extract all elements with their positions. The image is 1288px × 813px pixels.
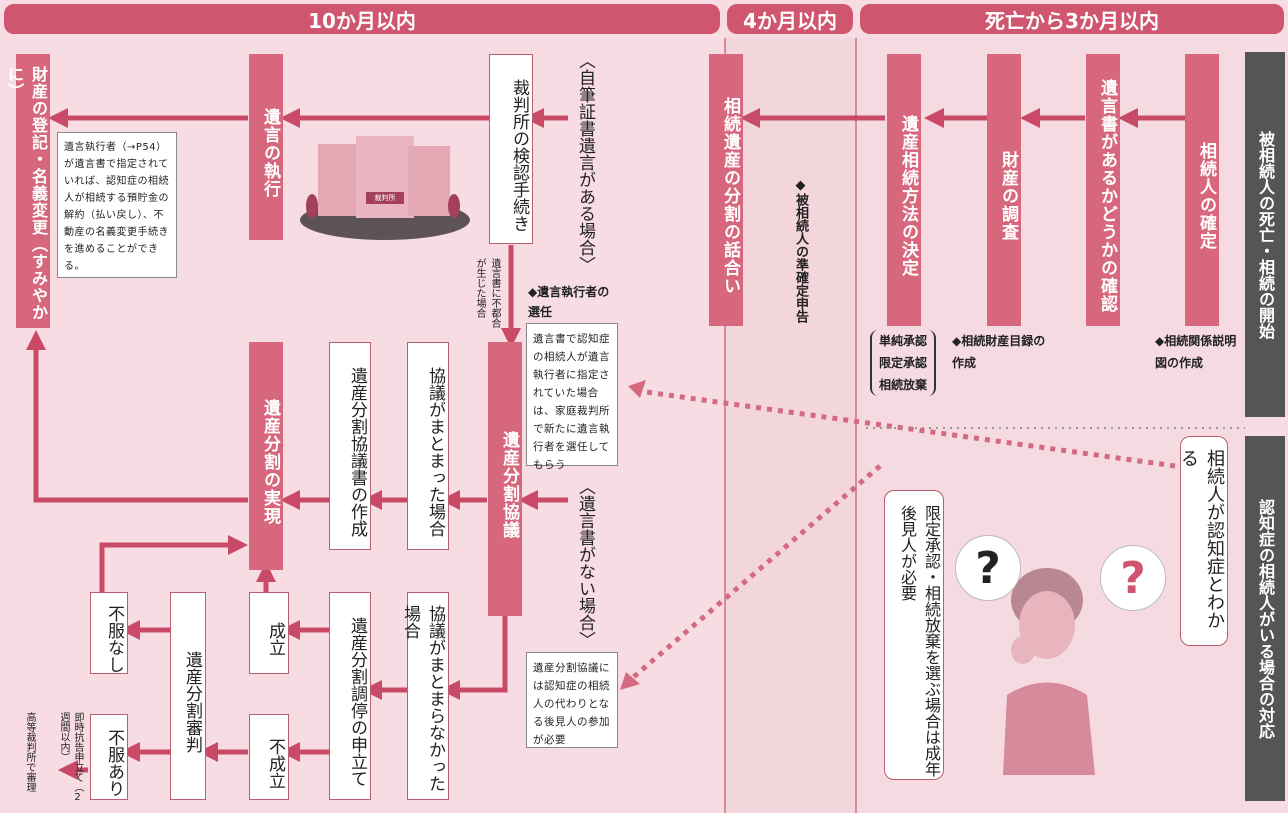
question-mark-icon: ? bbox=[1120, 552, 1146, 604]
timeline-ten-months: 10か月以内 bbox=[4, 4, 720, 34]
step-mediation: 遺産分割調停の申立て bbox=[329, 592, 371, 800]
note-relation-chart: ◆相続関係説明図の作成 bbox=[1155, 334, 1237, 370]
note-property-list: ◆相続財産目録の作成 bbox=[952, 334, 1046, 370]
side-label-dementia: 認知症の相続人がいる場合の対応 bbox=[1245, 436, 1285, 801]
note-will-problem: 遺言書に不都合が生じた場合 bbox=[474, 258, 500, 328]
step-agreed: 協議がまとまった場合 bbox=[407, 342, 449, 550]
panel-four-months bbox=[724, 38, 857, 813]
condition-no-will: 〈遺言書がない場合〉 bbox=[575, 478, 595, 648]
dashed-to-court-note bbox=[645, 389, 1176, 469]
dashed-to-guardian-note bbox=[628, 464, 882, 682]
step-judgment: 遺産分割審判 bbox=[170, 592, 206, 800]
step-heir-confirm: 相続人の確定 bbox=[1185, 54, 1219, 326]
courthouse-illustration: 裁判所 bbox=[300, 130, 470, 240]
dementia-found: 相続人が認知症とわかる bbox=[1178, 436, 1228, 646]
note-appeal: 即時抗告申立て（2週間以内） bbox=[58, 712, 83, 803]
question-bubble-right: ? bbox=[1100, 545, 1166, 611]
approval-simple: 単純承認 bbox=[878, 334, 927, 348]
approval-limited: 限定承認 bbox=[878, 356, 927, 370]
side-label-death: 被相続人の死亡・相続の開始 bbox=[1245, 52, 1285, 417]
note-high-court: 高等裁判所で審理 bbox=[24, 712, 35, 792]
step-agreement-doc: 遺産分割協議書の作成 bbox=[329, 342, 371, 550]
note-approval-types: 単純承認 限定承認 相続放棄 bbox=[870, 330, 936, 396]
dashed-arrowhead-2 bbox=[620, 672, 640, 690]
step-court-probate: 裁判所の検認手続き bbox=[489, 54, 533, 244]
question-bubble-left: ? bbox=[955, 535, 1021, 601]
note-guardian-required: 遺産分割協議には認知症の相続人の代わりとなる後見人の参加が必要 bbox=[526, 652, 618, 748]
step-method-decide: 遺産相続方法の決定 bbox=[887, 54, 921, 326]
step-division-talk: 相続遺産の分割の話合い bbox=[709, 54, 743, 326]
arrow-noobjection-to-realization bbox=[99, 535, 248, 592]
note-executor-selection: ◆遺言執行者の選任 bbox=[528, 285, 610, 319]
approval-renounce: 相続放棄 bbox=[878, 378, 927, 392]
step-realization: 遺産分割の実現 bbox=[249, 342, 283, 570]
step-success: 成立 bbox=[249, 592, 289, 674]
step-failure: 不成立 bbox=[249, 714, 289, 800]
step-will-check: 遺言書があるかどうかの確認 bbox=[1086, 54, 1120, 326]
step-execution: 遺言の執行 bbox=[249, 54, 283, 240]
step-objection: 不服あり bbox=[90, 714, 128, 800]
step-property-survey: 財産の調査 bbox=[987, 54, 1021, 326]
note-court-new-executor: 遺言書で認知症の相続人が遺言執行者に指定されていた場合は、家庭裁判所で新たに遺言… bbox=[526, 323, 618, 471]
timeline-four-months: 4か月以内 bbox=[727, 4, 853, 34]
step-no-objection: 不服なし bbox=[90, 592, 128, 674]
elderly-person-illustration bbox=[985, 555, 1115, 775]
step-registration: 財産の登記・名義変更（すみやかに） bbox=[5, 54, 50, 328]
arrow-negotiation-to-notagreed bbox=[440, 615, 508, 700]
step-division-negotiation: 遺産分割協議 bbox=[488, 342, 522, 616]
note-tax-return: ◆被相続人の準確定申告 bbox=[793, 178, 808, 323]
dashed-arrowhead-1 bbox=[628, 380, 646, 398]
condition-with-will: 〈自筆証書遺言がある場合〉 bbox=[575, 52, 595, 273]
courthouse-sign: 裁判所 bbox=[366, 192, 404, 204]
dementia-guardian-needed: 限定承認・相続放棄を選ぶ場合は成年後見人が必要 bbox=[884, 490, 944, 780]
question-mark-icon: ? bbox=[975, 542, 1001, 594]
timeline-three-months: 死亡から3か月以内 bbox=[860, 4, 1284, 34]
note-executor-info: 遺言執行者（→P54）が遺言書で指定されていれば、認知症の相続人が相続する預貯金… bbox=[57, 132, 177, 278]
step-not-agreed: 協議がまとまらなかった場合 bbox=[400, 592, 449, 800]
arrow-realization-to-registration bbox=[26, 330, 248, 503]
